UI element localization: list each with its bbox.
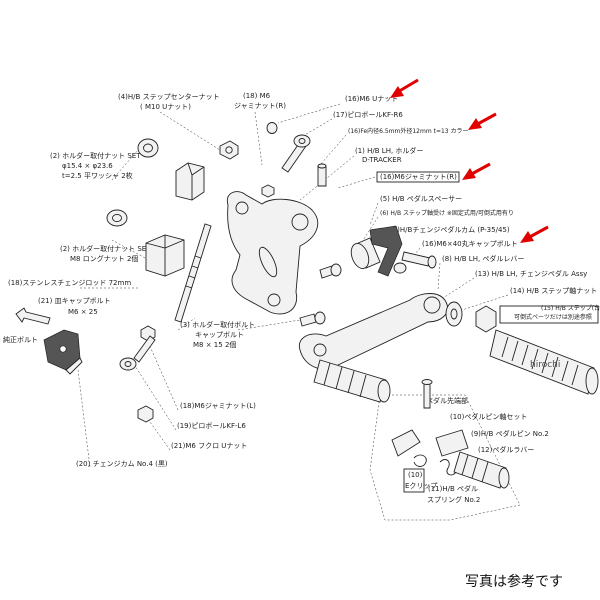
label-holder-nut-set-1: (2) ホルダー取付ナット SET bbox=[50, 151, 141, 160]
m6-cap-nut bbox=[137, 405, 154, 423]
detail-inset-outline bbox=[369, 394, 521, 521]
label-step-shaft-nut: (14) H/B ステップ軸ナット bbox=[510, 286, 597, 295]
label-step-center-nut: (4)H/B ステップセンターナット bbox=[118, 92, 220, 101]
pedal-rubber-main bbox=[313, 359, 387, 403]
leader-lines bbox=[77, 103, 509, 468]
footnote: 写真は参考です bbox=[465, 574, 563, 590]
jam-nut-r bbox=[261, 184, 275, 198]
label-step-base: (15) H/B ステップ(台 bbox=[541, 304, 600, 312]
label-pedal-spacer: (5) H/B ペダルスペーサー bbox=[380, 194, 462, 203]
label-e-clip-num: (10) bbox=[408, 471, 423, 479]
holder-bracket bbox=[226, 191, 319, 315]
collar bbox=[317, 165, 327, 187]
rod-end-l-shaft bbox=[133, 335, 156, 363]
red-arrows bbox=[390, 78, 549, 243]
label-cap-bolt: (16)M6×40丸キャップボルト bbox=[422, 239, 518, 248]
rod-end-r-ball bbox=[293, 134, 311, 148]
label-m6-u-nut: (16)M6 Uナット bbox=[345, 95, 398, 103]
rod-end-l-ball bbox=[119, 357, 137, 371]
label-pedal-pin-shaft: (10)ペダルピン軸セット bbox=[450, 412, 527, 421]
e-clip bbox=[413, 454, 427, 467]
label-jam-nut-r-2: (16)M6ジャミナット(R) bbox=[380, 173, 457, 181]
pedal-pin-shaft bbox=[423, 381, 431, 409]
label-change-pedal-assy: (13) H/B LH, チェンジペダル Assy bbox=[475, 269, 587, 278]
label-holder-bolt: (3) ホルダー取付ボルト bbox=[180, 320, 255, 329]
pedal-rubber bbox=[453, 451, 507, 489]
pedal-pin-no2 bbox=[435, 429, 469, 457]
label-pedal-tip: ペダル先端部 bbox=[426, 396, 468, 405]
label-pedal-pin-no2: (9)H/B ペダルピン No.2 bbox=[471, 429, 549, 438]
step-shaft-nut bbox=[475, 305, 497, 333]
holder-bolt-1 bbox=[299, 313, 317, 327]
box-step-base bbox=[499, 305, 599, 324]
label-flat-cap-bolt: (21) 皿キャップボルト bbox=[38, 297, 111, 305]
pedal-spacer bbox=[445, 301, 463, 327]
label-e-clip: Eクリップ bbox=[405, 482, 437, 490]
label-long-nut: M8 ロングナット 2個 bbox=[70, 254, 138, 263]
step-center-nut bbox=[219, 140, 239, 160]
label-step-bearing: (6) H/B ステップ軸受け ※固定式用/可倒式用有り bbox=[380, 209, 514, 217]
box-e-clip bbox=[403, 468, 425, 493]
label-m6-a: (18) M6 bbox=[243, 92, 271, 100]
label-jam-nut-r: ジャミナット(R) bbox=[234, 102, 286, 110]
label-collar: (16)Fe内径6.5mm外径12mm t=13 カラー bbox=[348, 127, 469, 135]
label-jam-nut-l: (18)M6ジャミナット(L) bbox=[180, 402, 256, 410]
m6-u-nut bbox=[266, 122, 278, 134]
flat-washer-2 bbox=[106, 209, 128, 227]
label-holder-nut-set-2: (2) ホルダー取付ナット SET bbox=[60, 244, 151, 253]
cap-bolt-m6x40 bbox=[401, 251, 431, 267]
pedal-spring bbox=[439, 459, 457, 476]
watermark: hirochi bbox=[530, 360, 561, 370]
label-pedal-spring-b: スプリング No.2 bbox=[427, 495, 480, 504]
footpeg bbox=[489, 329, 595, 395]
box-jam-nut-r bbox=[376, 171, 460, 183]
label-folding-parts-note: 可倒式ペーツだけは別途参照 bbox=[514, 313, 592, 321]
label-m6-cap-nut: (21)M6 フクロ Uナット bbox=[171, 442, 247, 450]
label-m6x25: M6 × 25 bbox=[68, 308, 98, 316]
flat-washer-1 bbox=[137, 138, 159, 158]
label-pedal-lever: (8) H/B LH, ペダルレバー bbox=[442, 254, 524, 263]
pedal-tip-lever bbox=[391, 429, 421, 457]
label-washer-count: t=2.5 平ワッシャ 2枚 bbox=[62, 171, 133, 180]
label-d-tracker: D-TRACKER bbox=[362, 156, 402, 164]
label-change-rod: (18)ステンレスチェンジロッド 72mm bbox=[8, 279, 131, 287]
label-m8x15: M8 × 15 2個 bbox=[193, 340, 236, 349]
parts bbox=[15, 122, 599, 489]
pedal-cam bbox=[369, 225, 403, 277]
flat-cap-bolt bbox=[15, 307, 51, 325]
label-pillow-ball-r6: (17)ピロボールKF-R6 bbox=[333, 111, 403, 119]
label-washer-size: φ15.4 × φ23.6 bbox=[62, 162, 113, 170]
label-holder-lh: (1) H/B LH, ホルダー bbox=[355, 146, 423, 155]
label-change-cam-no4: (20) チェンジカム No.4 (黒) bbox=[76, 460, 168, 468]
label-m10-u-nut: ( M10 Uナット) bbox=[140, 103, 191, 111]
labels: (4)H/B ステップセンターナット ( M10 Uナット) (18) M6 ジ… bbox=[3, 92, 600, 504]
jam-nut-small bbox=[393, 262, 407, 274]
label-pedal-rubber: (12)ペダルラバー bbox=[478, 445, 534, 454]
label-pedal-spring-a: (11)H/B ペダル bbox=[428, 484, 478, 493]
label-pillow-ball-l6: (19)ピロボールKF-L6 bbox=[177, 422, 246, 430]
label-genuine-bolt: 純正ボルト bbox=[3, 335, 38, 344]
label-underlines bbox=[376, 171, 599, 493]
label-holder-cap-bolt: キャップボルト bbox=[195, 331, 244, 339]
label-change-pedal-cam: (7)H/Bチェンジペダルカム (P-35/45) bbox=[390, 225, 510, 234]
pedal-lever bbox=[298, 293, 448, 370]
